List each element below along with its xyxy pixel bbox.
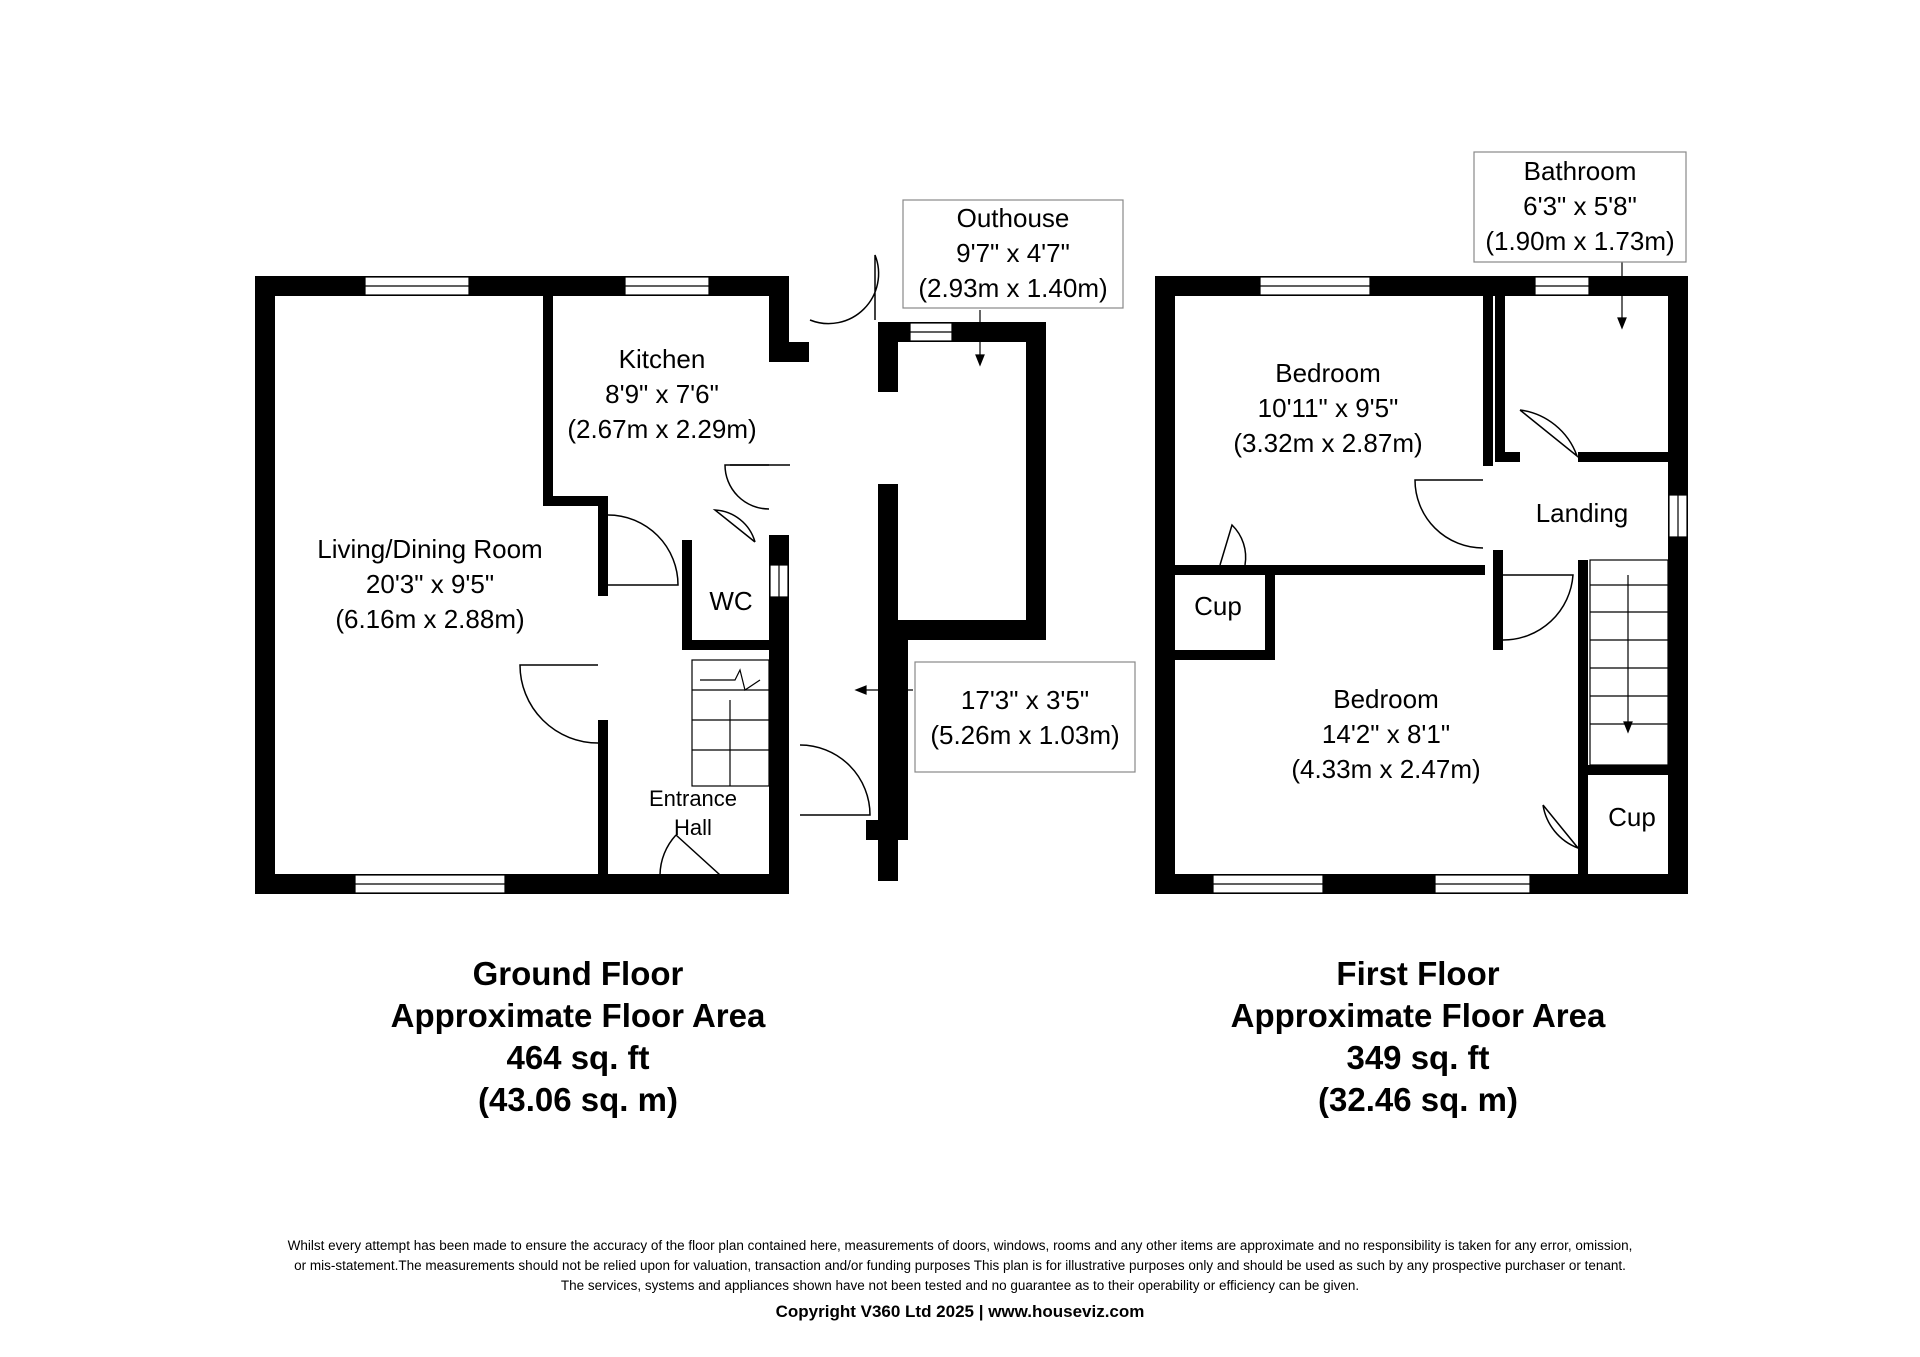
kitchen-dims-metric: (2.67m x 2.29m): [567, 414, 756, 444]
disclaimer: Whilst every attempt has been made to en…: [0, 1236, 1920, 1296]
ground-floor-title: Ground Floor: [473, 955, 684, 992]
ground-floor-stairs: [691, 659, 770, 787]
room-labels: Kitchen 8'9" x 7'6" (2.67m x 2.29m) Livi…: [317, 156, 1674, 840]
bedroom1-dims-metric: (3.32m x 2.87m): [1233, 428, 1422, 458]
ground-floor-windows: [354, 276, 953, 894]
kitchen-dims-imperial: 8'9" x 7'6": [605, 379, 719, 409]
ground-floor-plan: [255, 199, 1136, 894]
floor-titles: Ground Floor Approximate Floor Area 464 …: [391, 955, 1606, 1118]
bathroom-dims-metric: (1.90m x 1.73m): [1485, 226, 1674, 256]
entrance-name-line2: Hall: [674, 815, 712, 840]
first-floor-label-boxes: [1473, 151, 1687, 263]
ground-floor-area-sqm: (43.06 sq. m): [478, 1081, 678, 1118]
bedroom1-dims-imperial: 10'11" x 9'5": [1258, 393, 1399, 423]
bathroom-dims-imperial: 6'3" x 5'8": [1523, 191, 1637, 221]
disclaimer-line: or mis-statement.The measurements should…: [294, 1258, 1626, 1273]
copyright: Copyright V360 Ltd 2025 | www.houseviz.c…: [775, 1302, 1145, 1321]
passage-dims-imperial: 17'3" x 3'5": [961, 685, 1089, 715]
ground-floor-pointers: [854, 310, 985, 695]
bedroom2-name: Bedroom: [1333, 684, 1439, 714]
kitchen-name: Kitchen: [619, 344, 706, 374]
first-floor-plan: [1155, 151, 1688, 894]
first-floor-area-sqft: 349 sq. ft: [1346, 1039, 1489, 1076]
ground-floor-doors: [519, 254, 880, 876]
cup2-name: Cup: [1608, 802, 1656, 832]
first-floor-doors: [1219, 409, 1581, 850]
first-floor-area-sqm: (32.46 sq. m): [1318, 1081, 1518, 1118]
entrance-name-line1: Entrance: [649, 786, 737, 811]
first-floor-windows: [1212, 276, 1688, 894]
first-floor-area-label: Approximate Floor Area: [1231, 997, 1606, 1034]
ground-floor-label-boxes: [902, 199, 1136, 773]
first-floor-pointers: [1617, 262, 1627, 330]
bathroom-name: Bathroom: [1524, 156, 1637, 186]
outhouse-dims-imperial: 9'7" x 4'7": [956, 238, 1070, 268]
wc-name: WC: [709, 586, 752, 616]
landing-name: Landing: [1536, 498, 1629, 528]
living-name: Living/Dining Room: [317, 534, 542, 564]
ground-floor-area-sqft: 464 sq. ft: [506, 1039, 649, 1076]
bedroom2-dims-imperial: 14'2" x 8'1": [1322, 719, 1450, 749]
passage-dims-metric: (5.26m x 1.03m): [930, 720, 1119, 750]
bedroom1-name: Bedroom: [1275, 358, 1381, 388]
disclaimer-line: The services, systems and appliances sho…: [560, 1278, 1360, 1293]
bedroom2-dims-metric: (4.33m x 2.47m): [1291, 754, 1480, 784]
living-dims-imperial: 20'3" x 9'5": [366, 569, 494, 599]
first-floor-stairs: [1589, 559, 1669, 766]
cup1-name: Cup: [1194, 591, 1242, 621]
living-dims-metric: (6.16m x 2.88m): [335, 604, 524, 634]
first-floor-title: First Floor: [1336, 955, 1499, 992]
outhouse-dims-metric: (2.93m x 1.40m): [918, 273, 1107, 303]
ground-floor-area-label: Approximate Floor Area: [391, 997, 766, 1034]
disclaimer-line: Whilst every attempt has been made to en…: [287, 1238, 1633, 1253]
outhouse-name: Outhouse: [957, 203, 1070, 233]
